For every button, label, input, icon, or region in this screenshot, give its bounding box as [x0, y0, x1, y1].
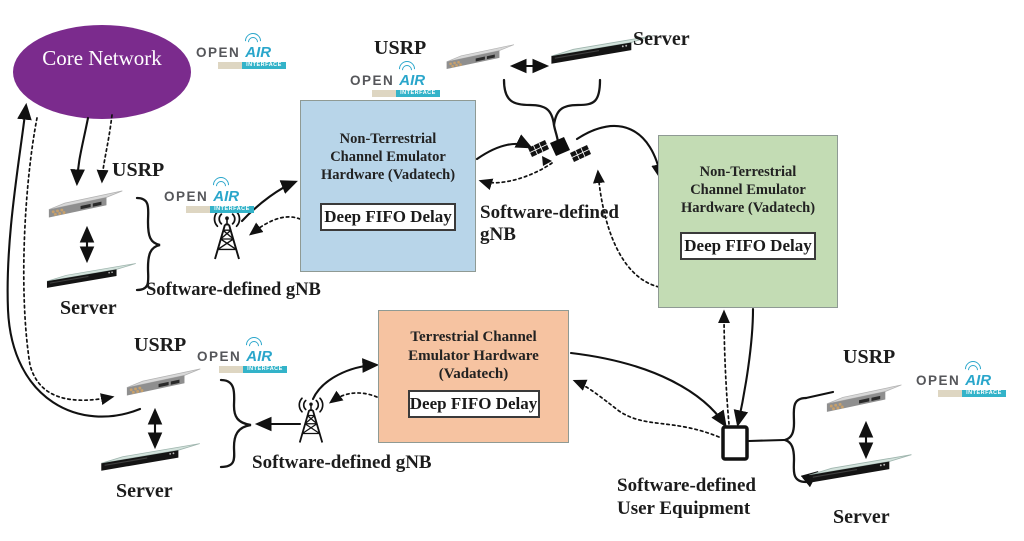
openairinterface-logo-text: OPEN AIR	[196, 29, 288, 61]
brace-top-usrp-server-group	[502, 78, 602, 126]
openairinterface-logo: OPEN AIR INTERFACE	[197, 333, 289, 378]
usrp-bottom-label: USRP	[134, 334, 187, 356]
logo-air-word: AIR	[965, 372, 992, 389]
server-top-label: Server	[633, 28, 690, 50]
link-brace-right-to-usrp	[804, 390, 835, 400]
logo-bar-beige	[219, 366, 243, 373]
logo-bar: INTERFACE	[218, 62, 286, 69]
edge-green-box-to-satellite-dashed	[592, 169, 660, 288]
core-network-ellipse	[13, 25, 191, 119]
openairinterface-logo: OPEN AIR INTERFACE	[196, 29, 288, 74]
server-device-image	[46, 262, 137, 289]
gnb-satellite-label: Software-defined gNB	[480, 202, 619, 245]
usrp-left-label: USRP	[112, 159, 165, 181]
brace-top-stem-to-satellite	[552, 123, 560, 144]
usrp-device-image	[48, 190, 123, 218]
usrp-right-label: USRP	[843, 346, 896, 368]
edge-core-to-usrp-bottom-dashed	[22, 117, 115, 405]
ntn-channel-emulator-box-right: Non-Terrestrial Channel Emulator Hardwar…	[658, 135, 838, 308]
logo-air-text: AIR	[209, 173, 240, 205]
satellite-icon	[527, 136, 592, 167]
logo-interface-text: INTERFACE	[396, 90, 440, 97]
logo-air-text: AIR	[395, 57, 426, 89]
usrp-top-label: USRP	[374, 37, 427, 59]
logo-air-text: AIR	[241, 29, 272, 61]
cell-tower-icon	[298, 397, 324, 444]
edge-orange-box-to-ue-solid	[569, 351, 727, 428]
edge-usrp-bottom-to-core-solid	[6, 102, 142, 418]
logo-bar: INTERFACE	[938, 390, 1006, 397]
gnb-bottom-label: Software-defined gNB	[252, 452, 432, 473]
edge-tower-top-to-blue-box-solid	[240, 180, 298, 223]
link-ue-to-brace-right	[747, 438, 786, 443]
openairinterface-logo-text: OPEN AIR	[164, 173, 256, 205]
logo-interface-text: INTERFACE	[243, 366, 287, 373]
openairinterface-logo-text: OPEN AIR	[197, 333, 289, 365]
logo-interface-text: INTERFACE	[210, 206, 254, 213]
logo-air-word: AIR	[399, 72, 426, 89]
logo-air-text: AIR	[242, 333, 273, 365]
openairinterface-logo-text: OPEN AIR	[916, 357, 1008, 389]
openairinterface-logo: OPEN AIR INTERFACE	[164, 173, 256, 218]
openairinterface-logo-text: OPEN AIR	[350, 57, 442, 89]
ntn-channel-emulator-box-left: Non-Terrestrial Channel Emulator Hardwar…	[300, 100, 476, 272]
ntn-emulator-title: Non-Terrestrial Channel Emulator Hardwar…	[320, 131, 456, 183]
server-device-image	[100, 443, 201, 472]
logo-air-word: AIR	[213, 188, 240, 205]
logo-bar-beige	[372, 90, 396, 97]
brace-right-usrp-server-group	[780, 396, 808, 484]
edge-green-box-to-ue-solid	[733, 307, 755, 428]
usrp-device-image	[446, 44, 515, 70]
cell-tower-icon	[213, 210, 241, 260]
edge-satellite-to-green-box-solid	[575, 124, 666, 182]
server-left-label: Server	[60, 297, 117, 319]
logo-open-text: OPEN	[197, 349, 242, 364]
smartphone-icon	[721, 425, 749, 461]
user-equipment-label: Software-defined User Equipment	[617, 475, 756, 519]
server-device-image	[808, 454, 912, 484]
edge-ue-to-green-box-dashed	[718, 309, 730, 425]
logo-air-word: AIR	[245, 44, 272, 61]
deep-fifo-delay-box: Deep FIFO Delay	[680, 231, 816, 260]
brace-bottom-usrp-server-group	[219, 378, 252, 469]
deep-fifo-delay-box: Deep FIFO Delay	[407, 389, 540, 418]
logo-bar-beige	[186, 206, 210, 213]
edge-satellite-to-blue-box-dashed	[478, 162, 553, 190]
edge-ue-to-orange-box-dashed	[572, 379, 720, 438]
logo-open-text: OPEN	[916, 373, 961, 388]
edge-blue-box-to-satellite-solid	[475, 134, 533, 161]
logo-open-text: OPEN	[164, 189, 209, 204]
edge-core-to-usrp-left-dashed	[96, 114, 113, 184]
logo-bar: INTERFACE	[186, 206, 254, 213]
server-right-label: Server	[833, 506, 890, 528]
gnb-top-label: Software-defined gNB	[146, 280, 321, 300]
logo-open-text: OPEN	[350, 73, 395, 88]
usrp-device-image	[126, 368, 201, 396]
edge-blue-box-to-tower-top-dashed	[248, 216, 301, 236]
logo-bar: INTERFACE	[219, 366, 287, 373]
logo-air-text: AIR	[961, 357, 992, 389]
logo-interface-text: INTERFACE	[962, 390, 1006, 397]
usrp-device-image	[826, 384, 902, 413]
logo-interface-text: INTERFACE	[242, 62, 286, 69]
edge-orange-box-to-tower-bottom-dashed	[328, 390, 378, 404]
server-bottom-label: Server	[116, 480, 173, 502]
logo-open-text: OPEN	[196, 45, 241, 60]
core-network-label: Core Network	[42, 46, 162, 70]
openairinterface-logo: OPEN AIR INTERFACE	[916, 357, 1008, 402]
logo-bar-beige	[218, 62, 242, 69]
brace-left-usrp-server-group	[135, 196, 161, 292]
edge-tower-bottom-to-orange-box-solid	[311, 358, 380, 401]
ntn-emulator-title: Non-Terrestrial Channel Emulator Hardwar…	[680, 164, 816, 216]
edge-core-to-usrp-left-solid	[70, 116, 90, 187]
logo-air-word: AIR	[246, 348, 273, 365]
deep-fifo-delay-box: Deep FIFO Delay	[320, 202, 456, 231]
terrestrial-channel-emulator-box: Terrestrial Channel Emulator Hardware (V…	[378, 310, 569, 443]
logo-bar-beige	[938, 390, 962, 397]
terrestrial-emulator-title: Terrestrial Channel Emulator Hardware (V…	[408, 329, 539, 383]
openairinterface-logo: OPEN AIR INTERFACE	[350, 57, 442, 102]
logo-bar: INTERFACE	[372, 90, 440, 97]
